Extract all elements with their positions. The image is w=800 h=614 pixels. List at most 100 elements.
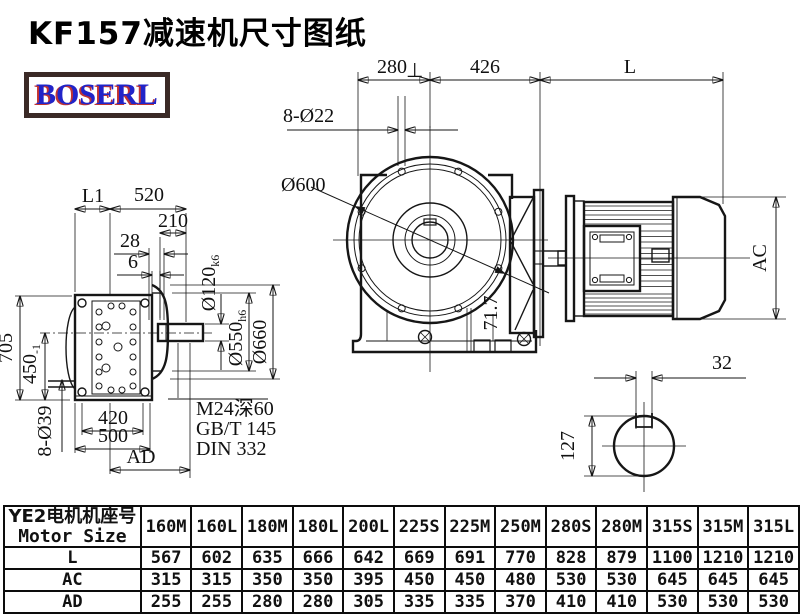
dim-280: 280 [377, 56, 407, 78]
table-cell: 1100 [646, 546, 699, 570]
motor-fins [584, 205, 673, 315]
table-cell: 280 [291, 590, 345, 614]
dim-8xO39: 8-Ø39 [34, 405, 56, 456]
table-col-header: 315M [696, 505, 750, 548]
dim-6: 6 [128, 251, 138, 273]
table-cell: 530 [646, 590, 699, 614]
tap-note-din: DIN 332 [196, 438, 267, 460]
table-row-label: AD [3, 590, 142, 614]
dim-450: 450-1 [19, 344, 43, 384]
drawing-page: { "title": "KF157减速机尺寸图纸", "logo_text": … [0, 16, 800, 614]
table-col-header: 280M [595, 505, 649, 548]
dim-O600: Ø600 [281, 174, 325, 196]
header-en: Motor Size [18, 526, 127, 547]
table-cell: 567 [139, 546, 193, 570]
table-cell: 255 [190, 590, 244, 614]
front-view [333, 126, 567, 372]
table-cell: 350 [291, 568, 345, 592]
header-cn: YE2电机机座号 [8, 506, 137, 527]
dim-210: 210 [158, 210, 188, 232]
bolt-circle-note: 8-Ø22 [283, 96, 458, 166]
table-cell: 530 [544, 568, 598, 592]
dim-32: 32 [712, 352, 732, 374]
table-row-label: L [3, 546, 142, 570]
table-col-header: 280S [544, 505, 598, 548]
top-dimensions: 280 ⊥ 426 L [358, 56, 723, 346]
terminal-box [582, 224, 642, 293]
dim-520: 520 [134, 184, 164, 206]
table-cell: 350 [241, 568, 294, 592]
table-cell: 645 [696, 568, 750, 592]
table-cell: 395 [342, 568, 395, 592]
table-cell: 530 [595, 568, 649, 592]
boserl-logo: BOSERL [24, 72, 170, 118]
table-cell: 602 [190, 546, 244, 570]
table-cell: 530 [747, 590, 800, 614]
table-cell: 480 [494, 568, 547, 592]
perp-mark: ⊥ [406, 60, 423, 82]
tap-note-gbt: GB/T 145 [196, 418, 276, 440]
table-cell: 410 [595, 590, 649, 614]
dim-705: 705 [0, 333, 17, 363]
table-cell: 645 [747, 568, 800, 592]
table-row-label: AC [3, 568, 142, 592]
dim-AC: AC [749, 244, 771, 272]
side-view: L1 520 210 28 6 [0, 184, 280, 478]
table-cell: 450 [392, 568, 446, 592]
table-cell: 828 [544, 546, 598, 570]
ac-dimension: AC [698, 197, 786, 319]
table-cell: 635 [241, 546, 294, 570]
table-cell: 879 [595, 546, 649, 570]
table-cell: 530 [696, 590, 750, 614]
table-cell: 645 [646, 568, 699, 592]
table-col-header: 200L [342, 505, 395, 548]
table-col-header: 225M [443, 505, 497, 548]
table-col-header: 315S [646, 505, 699, 548]
table-col-header: 250M [494, 505, 547, 548]
dim-O120k6: Ø120k6 [198, 255, 222, 311]
flange-diameter-dim: Ø600 71.7 [281, 174, 550, 331]
dim-O550h6: Ø550h6 [225, 310, 249, 366]
tap-note-m24: M24深60 [196, 397, 274, 420]
motor-view [548, 194, 750, 323]
table-cell: 255 [139, 590, 193, 614]
table-cell: 450 [443, 568, 497, 592]
table-cell: 315 [190, 568, 244, 592]
table-cell: 335 [392, 590, 446, 614]
table-cell: 1210 [747, 546, 800, 570]
page-title: KF157减速机尺寸图纸 [28, 16, 367, 52]
table-cell: 642 [342, 546, 395, 570]
flange-bolt-holes [95, 302, 137, 394]
dim-28: 28 [120, 230, 140, 252]
table-col-header: 225S [392, 505, 446, 548]
table-col-header: 315L [747, 505, 800, 548]
shaft-section-dims: 32 127 [557, 352, 746, 476]
dim-127: 127 [557, 431, 579, 461]
table-col-header: 160M [139, 505, 193, 548]
dim-L: L [624, 56, 636, 78]
table-cell: 280 [241, 590, 294, 614]
dim-420: 420 [98, 407, 128, 429]
table-cell: 315 [139, 568, 193, 592]
dim-AD: AD [127, 446, 156, 468]
dim-O660: Ø660 [249, 320, 271, 364]
dim-500: 500 [98, 425, 128, 447]
dim-426: 426 [470, 56, 500, 78]
angled-dim-note: 71.7 [480, 296, 502, 331]
table-cell: 666 [291, 546, 345, 570]
dim-L1: L1 [82, 185, 104, 207]
dimension-drawing: 280 ⊥ 426 L 8-Ø22 Ø600 71.7 AC 32 127 [0, 56, 786, 492]
table-cell: 410 [544, 590, 598, 614]
table-cell: 335 [443, 590, 497, 614]
table-col-header: 180L [291, 505, 345, 548]
table-col-header: 160L [190, 505, 244, 548]
table-cell: 691 [443, 546, 497, 570]
shaft-section-view [602, 402, 686, 492]
table-cell: 770 [494, 546, 547, 570]
